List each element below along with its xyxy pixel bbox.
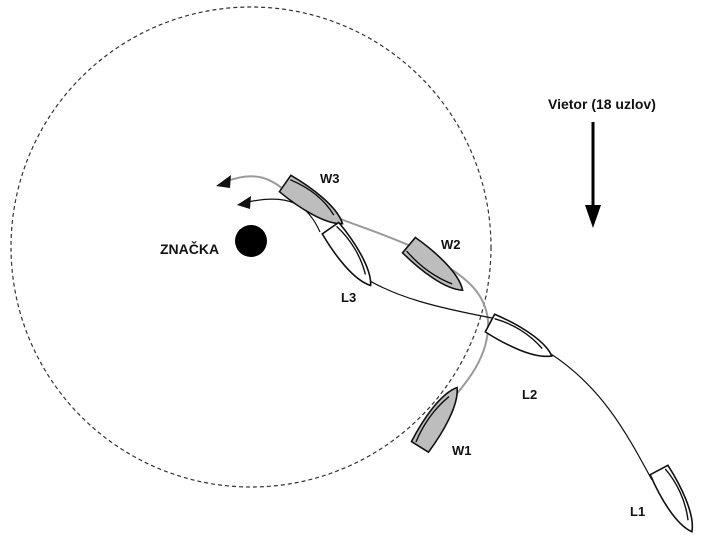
- boat-l3-hull: [321, 221, 372, 287]
- label-l2: L2: [522, 387, 537, 402]
- label-l1: L1: [630, 504, 645, 519]
- boat-w1: [410, 386, 458, 454]
- boat-w3-sail: [289, 179, 335, 216]
- boat-l1-sail: [664, 468, 689, 521]
- label-w3: W3: [320, 171, 340, 186]
- boat-w2-sail: [406, 250, 453, 285]
- wind-arrow-head: [585, 205, 601, 228]
- boat-l2-sail: [494, 318, 543, 349]
- boat-l2: [484, 313, 553, 358]
- boat-l3: [321, 221, 372, 287]
- label-w2: W2: [441, 237, 461, 252]
- boat-l2-hull: [484, 313, 553, 358]
- label-w1: W1: [452, 443, 472, 458]
- boat-w1-sail: [415, 396, 450, 443]
- boat-l1-hull: [649, 464, 694, 533]
- boat-w2-hull: [401, 236, 464, 291]
- boat-w3-hull: [278, 174, 344, 225]
- track-l1-l2: [547, 351, 653, 481]
- zone-circle: [10, 6, 492, 488]
- boat-w3: [278, 174, 344, 225]
- mark-label: ZNAČKA: [160, 240, 219, 257]
- track-l2-l3: [359, 274, 493, 319]
- boat-l3-sail: [336, 225, 367, 275]
- boat-w2: [401, 236, 464, 291]
- wind-label: Vietor (18 uzlov): [548, 96, 656, 112]
- label-l3: L3: [341, 290, 356, 305]
- mark-buoy: [235, 225, 267, 257]
- arrow-head-l: [237, 196, 251, 209]
- boat-l1: [649, 464, 694, 533]
- boat-w1-hull: [410, 386, 458, 454]
- arrow-head-w: [216, 175, 231, 188]
